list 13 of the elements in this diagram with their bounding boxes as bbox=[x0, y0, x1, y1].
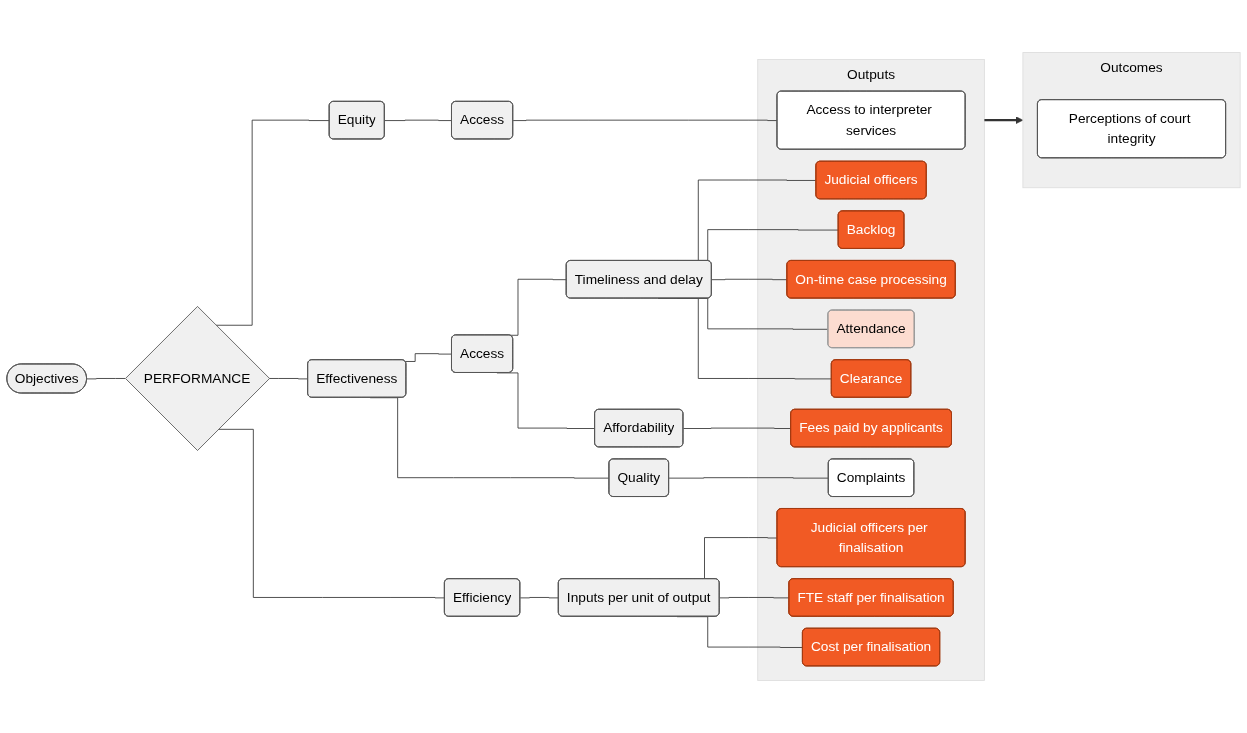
connector bbox=[404, 353, 453, 362]
connector bbox=[86, 378, 126, 380]
connector bbox=[719, 597, 790, 599]
connector bbox=[268, 378, 309, 380]
node-diamond: PERFORMANCE bbox=[125, 306, 270, 451]
connector bbox=[519, 597, 560, 599]
connector bbox=[711, 278, 788, 281]
connector bbox=[668, 477, 830, 479]
connector bbox=[682, 427, 792, 429]
connector bbox=[384, 119, 453, 121]
connector bbox=[215, 119, 331, 326]
arrow bbox=[984, 116, 1024, 124]
connector bbox=[512, 119, 778, 121]
